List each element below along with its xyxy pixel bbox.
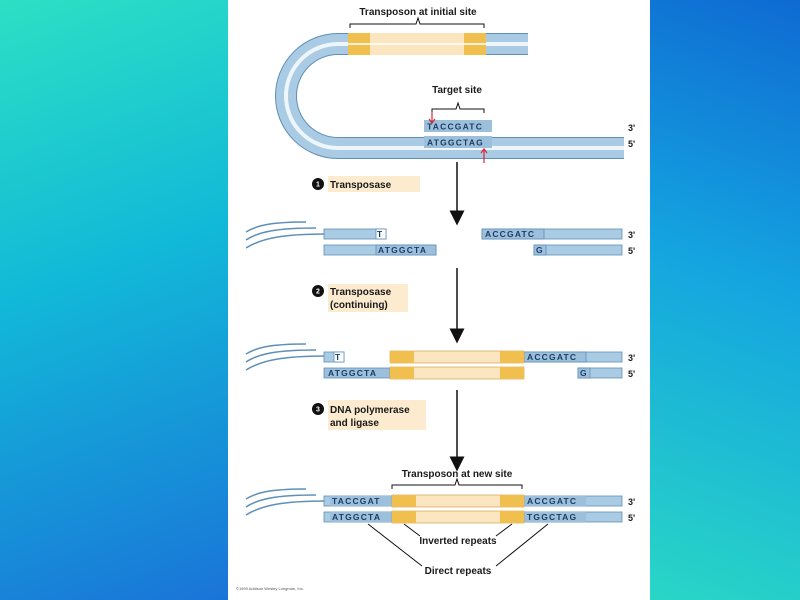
transposon-initial bbox=[348, 33, 486, 55]
step-3-label-line1: DNA polymerase bbox=[330, 405, 410, 416]
cut-dna-step1 bbox=[245, 221, 623, 256]
label-direct-repeats: Direct repeats bbox=[425, 566, 492, 577]
seq-s1-right-top: ACCGATC bbox=[485, 229, 535, 239]
end-5prime-0: 5' bbox=[628, 139, 635, 149]
label-transposon-new: Transposon at new site bbox=[402, 469, 513, 480]
seq-target-bottom: ATGGCTAG bbox=[427, 138, 484, 148]
step-3-label-line2: and ligase bbox=[330, 418, 379, 429]
step-3-number: 3 bbox=[316, 407, 320, 414]
transposition-diagram: Transposon at initial site Target site T… bbox=[236, 7, 635, 591]
step-2-label-bg bbox=[328, 284, 408, 312]
step-1-label: Transposase bbox=[330, 180, 392, 191]
diagram-panel: Transposon at initial site Target site T… bbox=[228, 0, 650, 600]
step-1-badge bbox=[312, 178, 324, 190]
step-2-label-line2: (continuing) bbox=[330, 300, 388, 311]
inverted-repeat-line-right bbox=[495, 523, 513, 537]
seq-s2-left-top: T bbox=[335, 352, 341, 362]
direct-repeat-line-right bbox=[495, 523, 549, 567]
left-gradient-background bbox=[0, 0, 228, 600]
end-3prime-0: 3' bbox=[628, 123, 635, 133]
end-3prime-2: 3' bbox=[628, 353, 635, 363]
seq-s2-right-top: ACCGATC bbox=[527, 352, 577, 362]
seq-s3-left-top: TACCGAT bbox=[332, 496, 381, 506]
seq-s1-left-top: T bbox=[377, 229, 383, 239]
seq-target-top: TACCGATC bbox=[427, 122, 483, 132]
target-box-top bbox=[424, 120, 492, 132]
direct-repeat-line-left bbox=[367, 523, 423, 567]
target-box-bottom bbox=[424, 136, 492, 148]
cut-arrow-top bbox=[428, 118, 436, 124]
seq-s2-left-bottom: ATGGCTA bbox=[328, 368, 377, 378]
end-5prime-2: 5' bbox=[628, 369, 635, 379]
dna-step2 bbox=[245, 343, 623, 379]
seq-s1-right-bottom: G bbox=[536, 245, 544, 255]
label-transposon-initial: Transposon at initial site bbox=[359, 7, 477, 18]
cut-arrow-bottom bbox=[480, 148, 488, 154]
step-3-label-bg bbox=[328, 400, 426, 430]
end-3prime-1: 3' bbox=[628, 230, 635, 240]
step-1-number: 1 bbox=[316, 182, 320, 189]
step-3-badge bbox=[312, 403, 324, 415]
hairpin-dna bbox=[275, 33, 624, 159]
seq-s2-right-bottom: G bbox=[580, 368, 588, 378]
step-1-label-bg bbox=[328, 176, 420, 192]
transposon-inserting bbox=[389, 350, 525, 380]
initial-site-brace bbox=[349, 16, 485, 28]
right-gradient-background bbox=[650, 0, 800, 600]
end-5prime-1: 5' bbox=[628, 246, 635, 256]
seq-s3-right-top: ACCGATC bbox=[527, 496, 577, 506]
label-inverted-repeats: Inverted repeats bbox=[419, 536, 497, 547]
copyright-notice: ©1999 Addison Wesley Longman, Inc. bbox=[236, 586, 304, 591]
new-site-brace bbox=[391, 477, 523, 489]
seq-s3-left-bottom: ATGGCTA bbox=[332, 512, 381, 522]
transposon-new bbox=[391, 494, 525, 524]
end-3prime-3: 3' bbox=[628, 497, 635, 507]
step-2-number: 2 bbox=[316, 289, 320, 296]
step-2-badge bbox=[312, 285, 324, 297]
inverted-repeat-line-left bbox=[403, 523, 421, 537]
seq-s3-right-bottom: TGGCTAG bbox=[527, 512, 577, 522]
seq-s1-left-bottom: ATGGCTA bbox=[378, 245, 427, 255]
step-2-label-line1: Transposase bbox=[330, 287, 392, 298]
label-target-site: Target site bbox=[432, 85, 482, 96]
end-5prime-3: 5' bbox=[628, 513, 635, 523]
target-site-brace bbox=[431, 101, 485, 113]
